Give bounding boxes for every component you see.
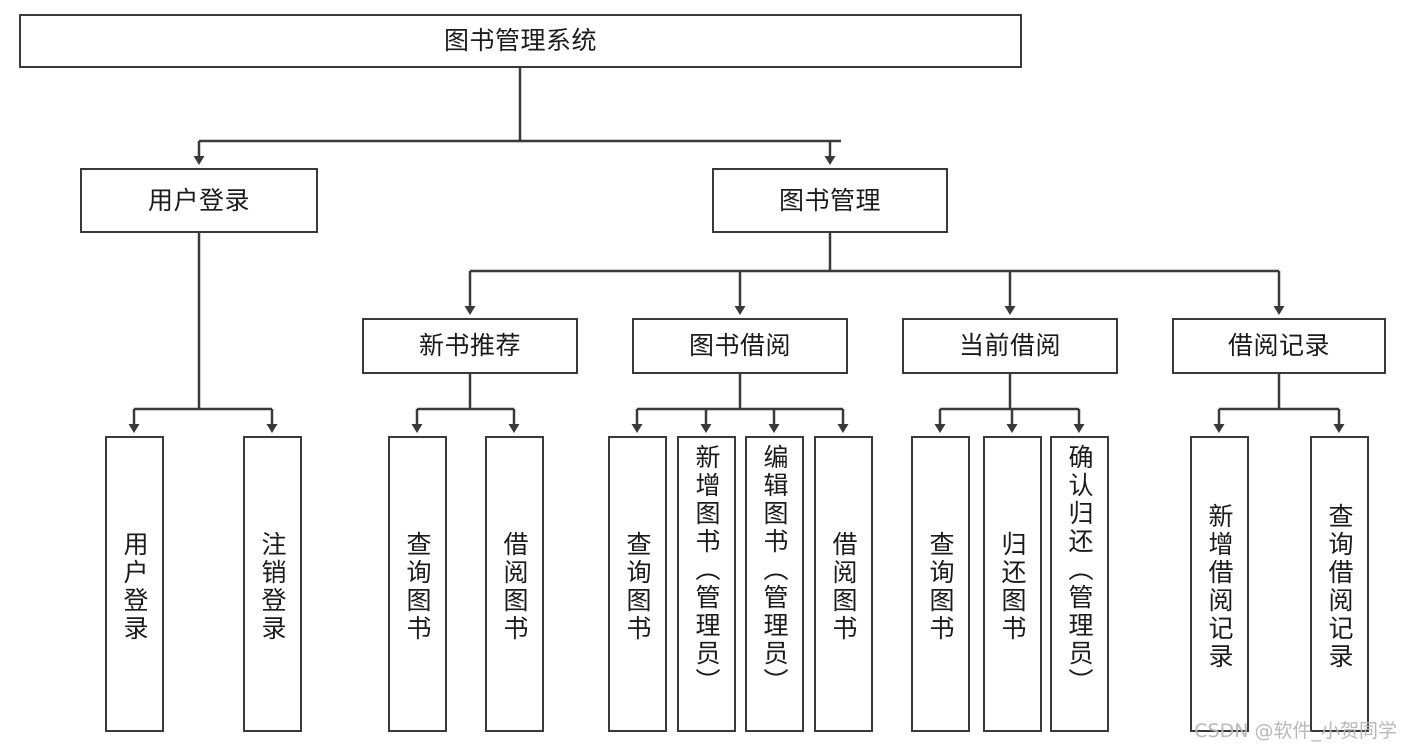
node-leaf-query-book-3[interactable]: 查询图书 bbox=[911, 436, 970, 732]
node-leaf-borrow-book-2[interactable]: 借阅图书 bbox=[814, 436, 873, 732]
node-leaf-query-book-2-label: 查询图书 bbox=[623, 531, 652, 643]
node-leaf-edit-book-label: 编辑图书（管理员） bbox=[760, 444, 789, 696]
node-leaf-user-logout-label: 注销登录 bbox=[258, 531, 287, 643]
node-leaf-borrow-book-1-label: 借阅图书 bbox=[500, 531, 529, 643]
node-leaf-return-book-label: 归还图书 bbox=[998, 531, 1027, 643]
node-leaf-query-book-3-label: 查询图书 bbox=[926, 531, 955, 643]
node-leaf-query-record[interactable]: 查询借阅记录 bbox=[1310, 436, 1369, 732]
node-current-borrow[interactable]: 当前借阅 bbox=[902, 318, 1118, 374]
node-leaf-borrow-book-1[interactable]: 借阅图书 bbox=[485, 436, 544, 732]
node-leaf-user-logout[interactable]: 注销登录 bbox=[243, 436, 302, 732]
node-leaf-add-record[interactable]: 新增借阅记录 bbox=[1190, 436, 1249, 732]
node-book-borrow[interactable]: 图书借阅 bbox=[632, 318, 848, 374]
node-leaf-confirm-return-label: 确认归还（管理员） bbox=[1065, 444, 1094, 696]
node-leaf-user-login-label: 用户登录 bbox=[120, 531, 149, 643]
node-leaf-query-record-label: 查询借阅记录 bbox=[1325, 503, 1354, 671]
node-leaf-add-book-label: 新增图书（管理员） bbox=[692, 444, 721, 696]
node-user-login[interactable]: 用户登录 bbox=[80, 168, 318, 233]
node-leaf-confirm-return[interactable]: 确认归还（管理员） bbox=[1050, 436, 1109, 732]
node-leaf-query-book-2[interactable]: 查询图书 bbox=[608, 436, 667, 732]
node-book-manage[interactable]: 图书管理 bbox=[712, 168, 948, 233]
node-leaf-borrow-book-2-label: 借阅图书 bbox=[829, 531, 858, 643]
node-leaf-query-book-1-label: 查询图书 bbox=[403, 531, 432, 643]
node-borrow-record-label: 借阅记录 bbox=[1227, 331, 1330, 361]
node-leaf-add-book[interactable]: 新增图书（管理员） bbox=[677, 436, 736, 732]
node-new-book-recommend[interactable]: 新书推荐 bbox=[362, 318, 578, 374]
node-root[interactable]: 图书管理系统 bbox=[19, 14, 1022, 68]
node-book-manage-label: 图书管理 bbox=[778, 185, 881, 215]
node-leaf-user-login[interactable]: 用户登录 bbox=[105, 436, 164, 732]
node-leaf-edit-book[interactable]: 编辑图书（管理员） bbox=[745, 436, 804, 732]
node-root-label: 图书管理系统 bbox=[443, 26, 597, 56]
node-leaf-query-book-1[interactable]: 查询图书 bbox=[388, 436, 447, 732]
csdn-watermark: CSDN @软件_小贺同学 bbox=[1194, 720, 1397, 742]
node-current-borrow-label: 当前借阅 bbox=[958, 331, 1061, 361]
node-book-borrow-label: 图书借阅 bbox=[688, 331, 791, 361]
node-leaf-return-book[interactable]: 归还图书 bbox=[983, 436, 1042, 732]
node-user-login-label: 用户登录 bbox=[147, 185, 250, 215]
node-leaf-add-record-label: 新增借阅记录 bbox=[1205, 503, 1234, 671]
node-new-book-recommend-label: 新书推荐 bbox=[418, 331, 521, 361]
node-borrow-record[interactable]: 借阅记录 bbox=[1172, 318, 1386, 374]
